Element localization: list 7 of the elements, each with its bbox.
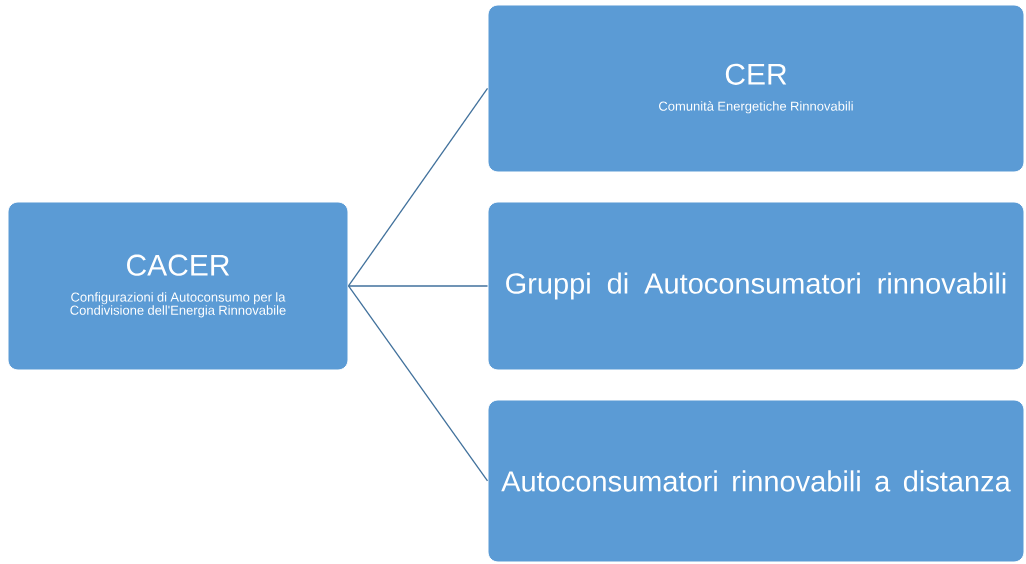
connector-line [347,87,489,287]
process-box: CACER Configurazioni di Autoconsumo per la Condivisione dell'Energia Rinnovabile [7,201,349,371]
connector-line [347,285,489,287]
connector-line [347,285,489,482]
process-box: Autoconsumatori rinnovabili a distanza [487,399,1025,563]
process-box: Gruppi di Autoconsumatori rinnovabili [487,201,1025,371]
process-box: CER Comunità Energetiche Rinnovabili [487,4,1025,173]
